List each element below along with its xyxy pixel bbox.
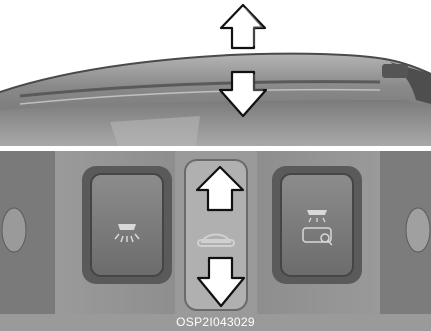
- figure-caption: OSP2I043029: [0, 314, 431, 331]
- car-roof-scene: [0, 0, 431, 146]
